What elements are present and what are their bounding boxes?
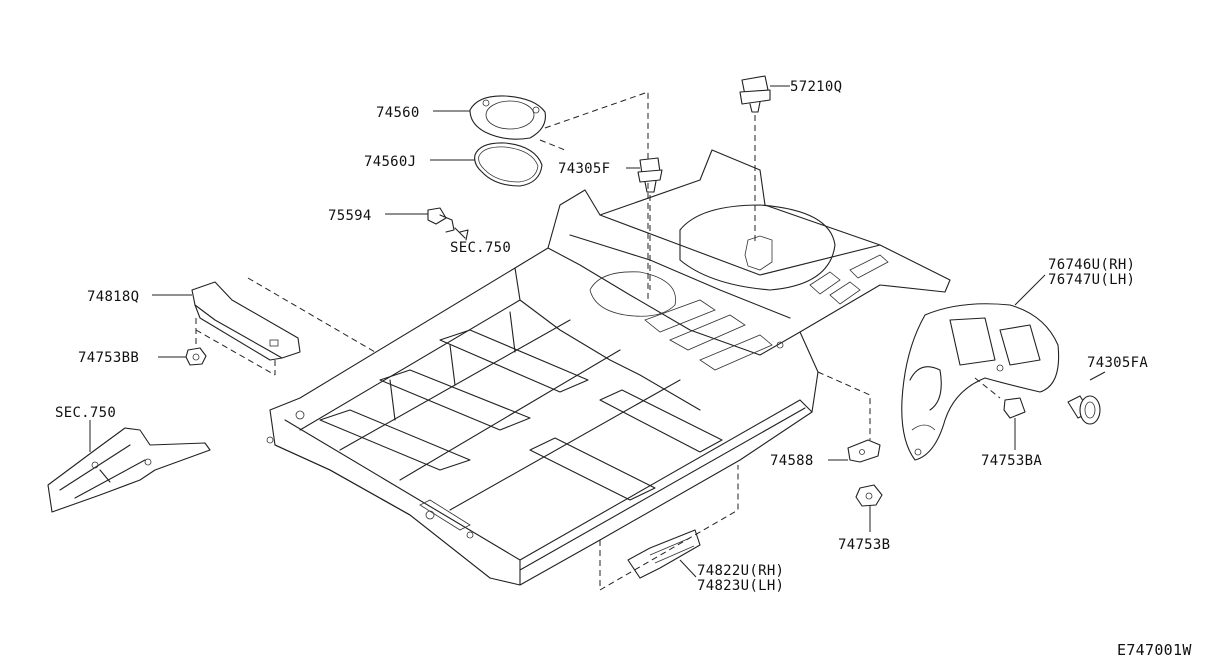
label-57210Q: 57210Q <box>790 79 842 95</box>
label-74753B: 74753B <box>838 537 890 553</box>
part-74818Q-bracket <box>191 281 301 361</box>
part-74560J-gasket <box>474 142 543 187</box>
label-sec750-left: SEC.750 <box>55 405 116 421</box>
label-74753BB: 74753BB <box>78 350 139 366</box>
label-74823U: 74823U(LH) <box>697 578 784 594</box>
label-76747U: 76747U(LH) <box>1048 272 1135 288</box>
floor-panel <box>266 149 951 586</box>
part-57210Q-grommet <box>739 75 771 113</box>
label-74560: 74560 <box>376 105 420 121</box>
part-75594-plug <box>427 207 455 233</box>
sec750-left-bracket <box>47 427 211 513</box>
part-74305F-clip <box>637 157 663 193</box>
callout-labels: 74560 74560J 57210Q 74305F 75594 SEC.750… <box>55 79 1192 659</box>
label-74305FA: 74305FA <box>1087 355 1148 371</box>
label-sec750-top: SEC.750 <box>450 240 511 256</box>
label-74753BA: 74753BA <box>981 453 1042 469</box>
part-74305FA-clip <box>1067 395 1101 425</box>
part-74560-cover <box>469 95 546 140</box>
label-74588: 74588 <box>770 453 814 469</box>
part-74753B-nut <box>855 484 883 507</box>
label-76746U: 76746U(RH) <box>1048 257 1135 273</box>
part-76746U-wheelhouse-liner <box>901 303 1060 461</box>
part-74753BB-nut <box>185 347 207 366</box>
label-75594: 75594 <box>328 208 372 224</box>
part-74753BA-nut <box>1003 397 1026 419</box>
label-74818Q: 74818Q <box>87 289 139 305</box>
label-74305F: 74305F <box>558 161 610 177</box>
part-74822U-sill-protector <box>627 529 701 579</box>
diagram-code: E747001W <box>1117 641 1192 659</box>
part-74588-bracket <box>847 439 881 463</box>
label-74560J: 74560J <box>364 154 416 170</box>
label-74822U: 74822U(RH) <box>697 563 784 579</box>
